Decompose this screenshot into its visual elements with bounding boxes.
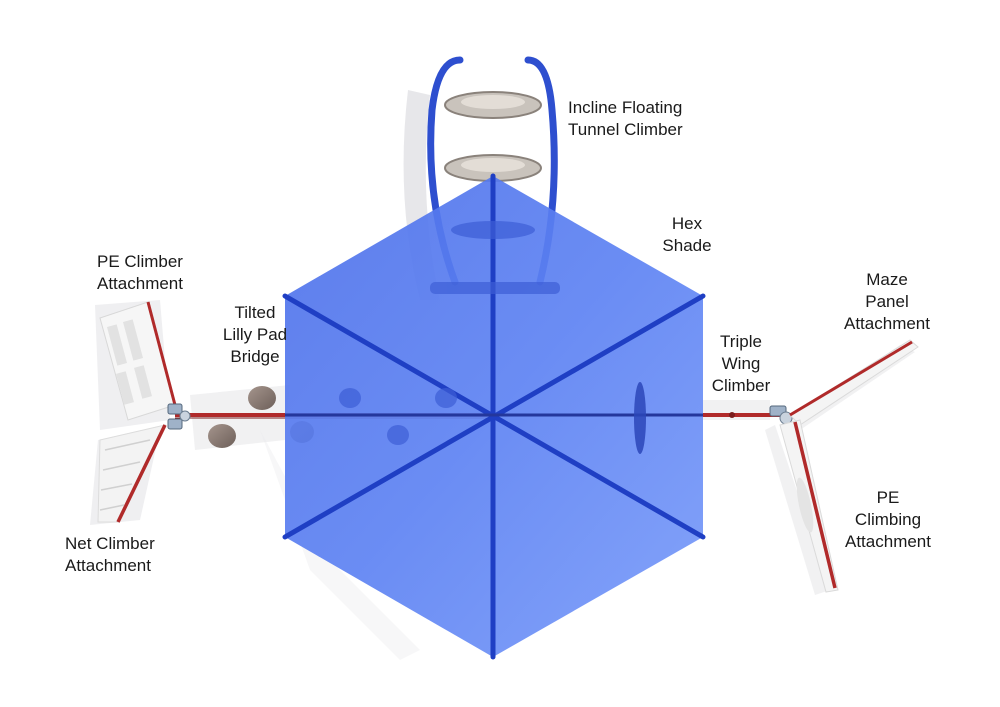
left-connector	[167, 403, 191, 430]
label-pe-climbing-attachment: PE Climbing Attachment	[845, 488, 931, 551]
label-net-climber-attachment: Net Climber Attachment	[65, 534, 155, 575]
label-triple-wing-climber: Triple Wing Climber	[711, 332, 771, 395]
pe-climbing-panel	[779, 419, 839, 593]
label-pe-climber-attachment: PE Climber Attachment	[97, 252, 183, 293]
net-climber-frame	[97, 424, 167, 523]
label-hex-shade: Hex Shade	[662, 214, 712, 255]
label-incline-tunnel-climber: Incline Floating Tunnel Climber	[568, 98, 683, 139]
label-tilted-lilly-pad-bridge: Tilted Lilly Pad Bridge	[222, 303, 288, 366]
pe-climber-panel	[99, 301, 177, 421]
maze-panel	[789, 339, 919, 426]
hex-shade	[282, 173, 706, 660]
label-maze-panel-attachment: Maze Panel Attachment	[844, 270, 930, 333]
right-connector	[769, 405, 793, 425]
right-rail	[703, 412, 780, 418]
